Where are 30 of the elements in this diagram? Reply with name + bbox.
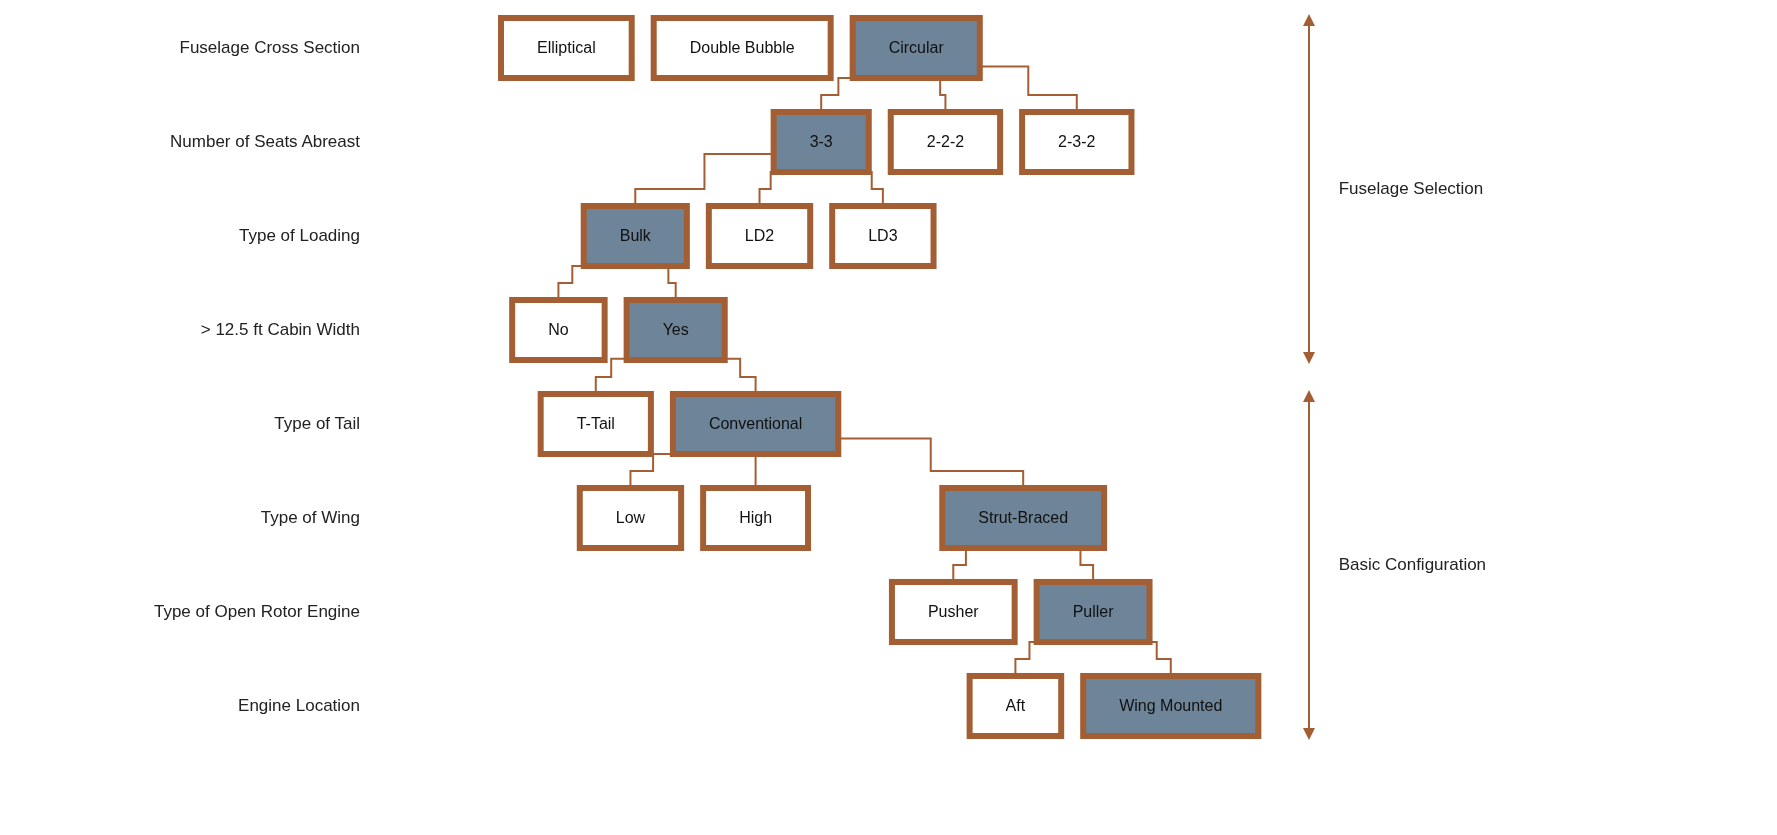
node-box: Aft — [966, 673, 1065, 739]
node-box: LD3 — [829, 203, 937, 269]
node-box: Pusher — [889, 579, 1018, 645]
node-box: LD2 — [706, 203, 814, 269]
node-box: Puller — [1033, 579, 1153, 645]
node-box: No — [509, 297, 608, 363]
row-label: Fuselage Cross Section — [179, 38, 360, 58]
node-box: Wing Mounted — [1080, 673, 1262, 739]
row-label: Engine Location — [238, 696, 360, 716]
node-box: Circular — [849, 15, 984, 81]
row-label: Number of Seats Abreast — [170, 132, 360, 152]
node-box: 2-2-2 — [888, 109, 1004, 175]
node-box: Double Bubble — [651, 15, 834, 81]
node-box: High — [700, 485, 812, 551]
row-label: Type of Tail — [274, 414, 360, 434]
row-label: Type of Open Rotor Engine — [153, 602, 360, 622]
node-box: Yes — [623, 297, 729, 363]
node-box: Low — [577, 485, 685, 551]
node-box: 2-3-2 — [1019, 109, 1135, 175]
node-box: 3-3 — [770, 109, 873, 175]
node-box: Elliptical — [498, 15, 635, 81]
row-label: > 12.5 ft Cabin Width — [200, 320, 360, 340]
row-label: Type of Wing — [260, 508, 360, 528]
node-box: Strut-Braced — [939, 485, 1108, 551]
node-box: Bulk — [581, 203, 691, 269]
group-label: Basic Configuration — [1338, 555, 1487, 575]
node-box: Conventional — [670, 391, 842, 457]
row-label: Type of Loading — [239, 226, 360, 246]
node-box: T-Tail — [537, 391, 655, 457]
group-label: Fuselage Selection — [1338, 179, 1484, 199]
